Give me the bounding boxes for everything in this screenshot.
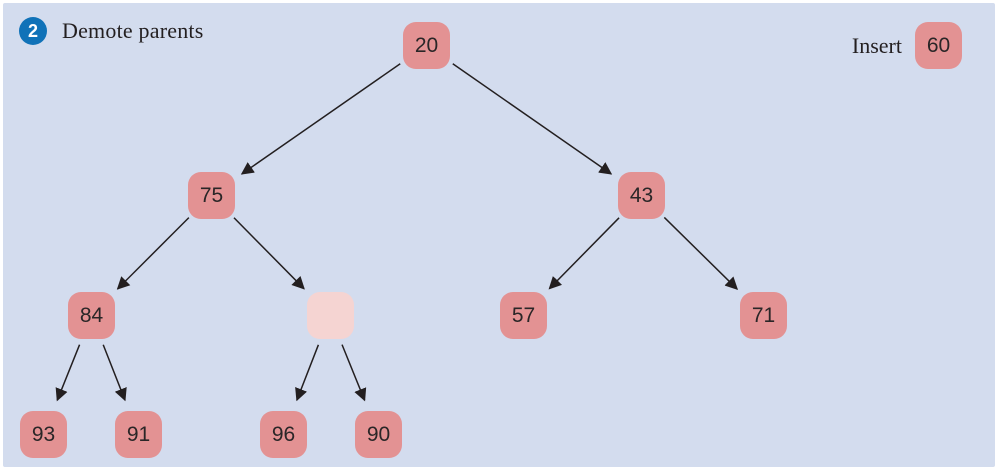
tree-node: 71 [740, 291, 787, 339]
diagram-panel [3, 3, 995, 467]
tree-node: 57 [500, 291, 547, 339]
step-title: Demote parents [62, 18, 204, 43]
tree-node: 96 [260, 411, 307, 458]
tree-node: 93 [20, 411, 67, 458]
step-header: 2 Demote parents [19, 17, 203, 45]
tree-node: 43 [618, 171, 665, 219]
tree-node: 84 [68, 291, 115, 339]
tree-node: 90 [355, 411, 402, 458]
tree-node: 91 [115, 411, 162, 458]
insert-node: 60 [915, 22, 962, 69]
tree-node: 20 [403, 22, 450, 69]
insert-label: Insert [851, 32, 902, 58]
step-number-badge: 2 [19, 17, 47, 45]
tree-node: 75 [188, 171, 235, 219]
insert-group: Insert 60 [828, 22, 962, 69]
tree-node-empty [306, 291, 354, 339]
